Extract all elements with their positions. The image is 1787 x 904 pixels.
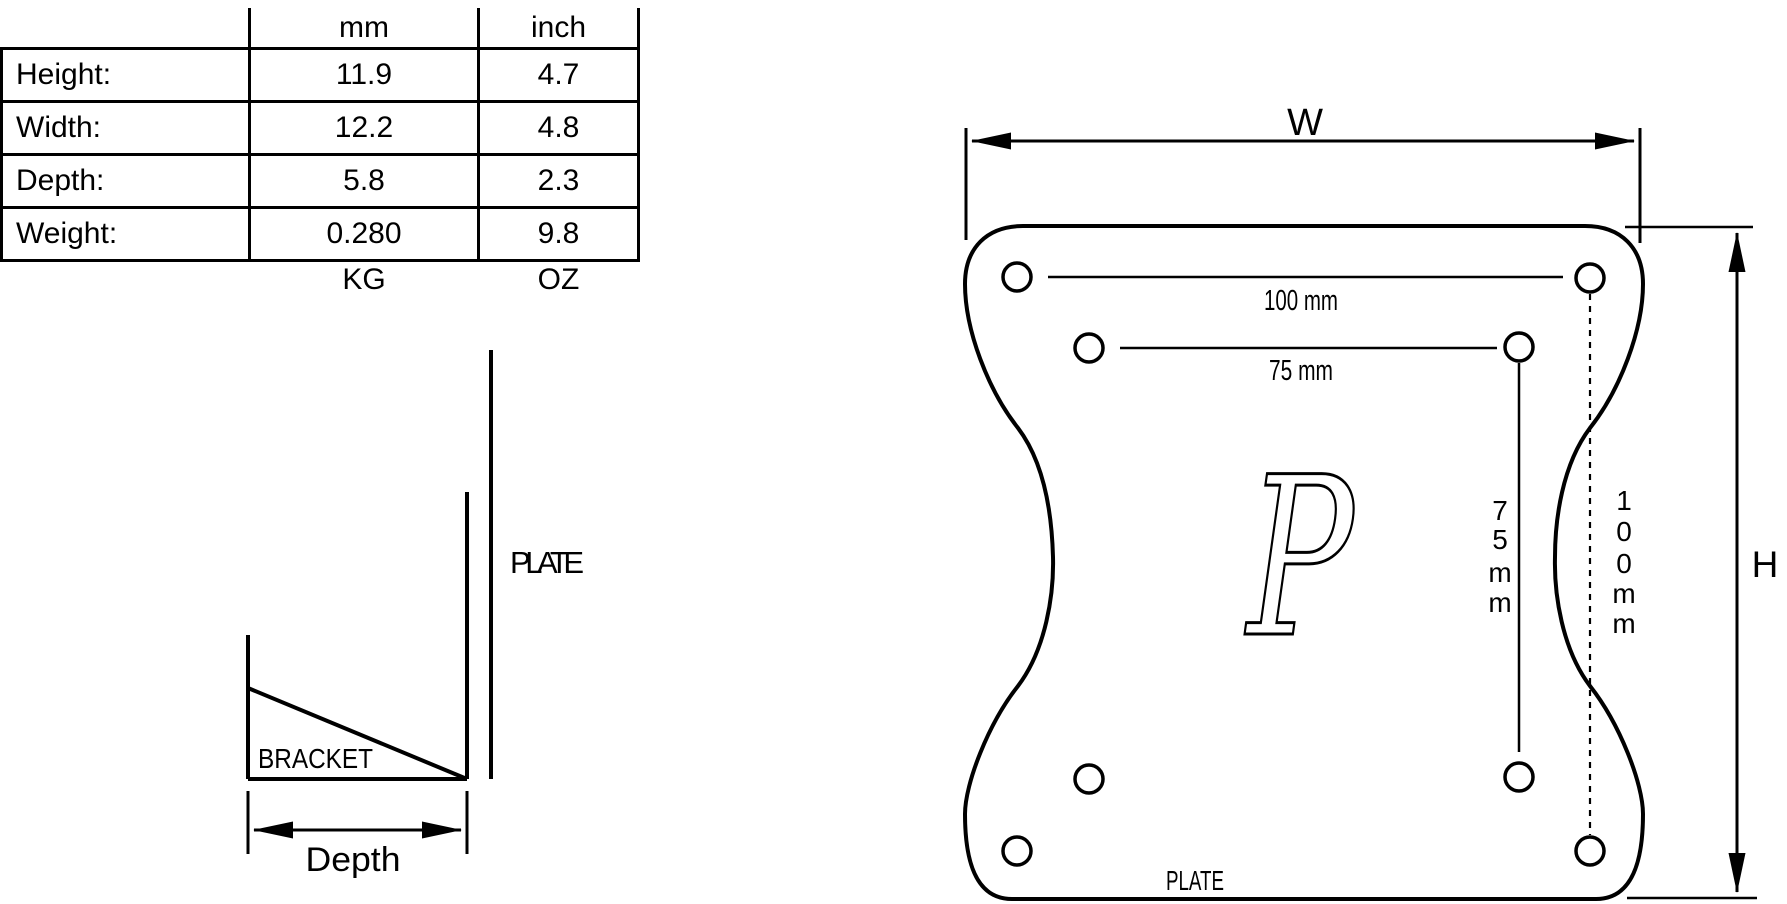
hole-100-bottom-left bbox=[1001, 835, 1033, 867]
row-inch-value: 4.7 bbox=[477, 47, 640, 103]
dim-75mm-vertical-char: 7 bbox=[1492, 495, 1508, 526]
front-plate-label: PLATE bbox=[1166, 865, 1224, 896]
side-plate-label: PLATE bbox=[510, 545, 584, 580]
dim-75mm-vertical-char: 5 bbox=[1492, 524, 1508, 555]
table-row: Width: 12.2 4.8 bbox=[0, 100, 640, 156]
dim-100mm-vertical-char: 0 bbox=[1616, 516, 1632, 547]
hole-100-bottom-right bbox=[1574, 835, 1606, 867]
row-label: Depth: bbox=[0, 153, 251, 209]
hole-75-bottom-right bbox=[1503, 761, 1535, 793]
hole-100-top-left bbox=[1001, 261, 1033, 293]
dim-75mm-horizontal-label: 75 mm bbox=[1269, 355, 1333, 387]
unit-footer-oz: OZ bbox=[537, 263, 580, 296]
table-row: Depth: 5.8 2.3 bbox=[0, 153, 640, 209]
hole-75-top-left bbox=[1073, 332, 1105, 364]
unit-header-mm: mm bbox=[248, 8, 480, 49]
row-label: Weight: bbox=[0, 206, 251, 262]
bracket-diagonal-edge bbox=[247, 686, 468, 781]
row-mm-value: 5.8 bbox=[248, 153, 480, 209]
table-unit-header-row: mm inch bbox=[2, 8, 640, 49]
hole-75-top-right bbox=[1503, 331, 1535, 363]
dimensions-table: mm inch Height: 11.9 4.7 Width: 12.2 4.8… bbox=[0, 8, 640, 298]
hole-100-top-right bbox=[1574, 262, 1606, 294]
row-mm-value: 12.2 bbox=[248, 100, 480, 156]
row-label: Height: bbox=[0, 47, 251, 103]
depth-label: Depth bbox=[306, 841, 401, 879]
row-mm-value: 0.280 bbox=[248, 206, 480, 262]
dim-100mm-vertical-char: 1 bbox=[1616, 485, 1632, 516]
dim-100mm-vertical-char: m bbox=[1612, 578, 1635, 609]
dim-100mm-vertical-char: 0 bbox=[1616, 548, 1632, 579]
unit-header-inch: inch bbox=[478, 8, 640, 49]
hole-75-bottom-left bbox=[1073, 763, 1105, 795]
unit-footer-kg: KG bbox=[342, 263, 386, 296]
row-inch-value: 2.3 bbox=[477, 153, 640, 209]
table-row: Height: 11.9 4.7 bbox=[0, 47, 640, 103]
table-unit-footer-row: KG OZ bbox=[2, 261, 639, 299]
front-view-diagram: 100 mm 75 mm 7 5 m m 1 0 0 m m W bbox=[962, 102, 1779, 901]
dim-75mm-vertical-char: m bbox=[1488, 557, 1511, 588]
width-label: W bbox=[1287, 102, 1323, 144]
dim-100mm-horizontal-label: 100 mm bbox=[1264, 285, 1338, 317]
brand-logo-p-icon: P bbox=[1245, 431, 1357, 687]
row-mm-value: 11.9 bbox=[248, 47, 480, 103]
dim-75mm-vertical-char: m bbox=[1488, 587, 1511, 618]
dim-100mm-vertical-char: m bbox=[1612, 608, 1635, 639]
side-view-diagram: PLATE BRACKET Depth bbox=[246, 350, 584, 879]
height-label: H bbox=[1752, 544, 1779, 585]
row-inch-value: 9.8 bbox=[477, 206, 640, 262]
table-row: Weight: 0.280 9.8 bbox=[0, 206, 640, 262]
row-label: Width: bbox=[0, 100, 251, 156]
row-inch-value: 4.8 bbox=[477, 100, 640, 156]
bracket-label: BRACKET bbox=[258, 743, 373, 774]
